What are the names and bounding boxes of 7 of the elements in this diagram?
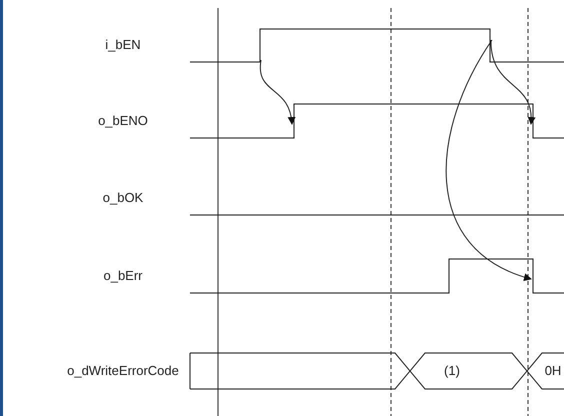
signal-name: o_bErr xyxy=(103,268,143,284)
signal-name: o_bENO xyxy=(98,113,148,129)
bus-value: 0H xyxy=(544,363,562,379)
bus-value: (1) xyxy=(444,363,460,379)
signal-name: i_bEN xyxy=(105,37,141,53)
signal-name: o_bOK xyxy=(102,190,144,206)
signal-name: o_dWriteErrorCode xyxy=(67,363,179,379)
